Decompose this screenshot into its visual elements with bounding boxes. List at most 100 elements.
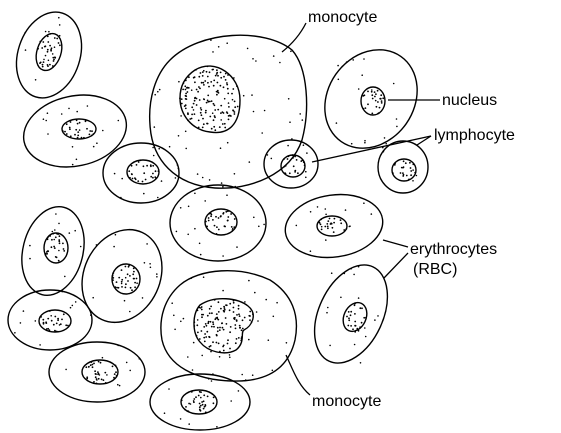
- stipple-dot: [171, 302, 173, 304]
- stipple-dot: [69, 128, 71, 130]
- nucleus: [181, 390, 217, 414]
- stipple-dot: [229, 331, 231, 333]
- stipple-dot: [183, 82, 185, 84]
- stipple-dot: [69, 127, 71, 129]
- stipple-dot: [201, 306, 203, 308]
- stipple-dot: [294, 171, 296, 173]
- stipple-dot: [363, 58, 365, 60]
- stipple-dot: [59, 242, 61, 244]
- stipple-dot: [229, 348, 231, 350]
- stipple-dot: [193, 401, 195, 403]
- stipple-dot: [191, 106, 193, 108]
- stipple-dot: [20, 322, 22, 324]
- stipple-dot: [200, 107, 202, 109]
- stipple-dot: [258, 226, 260, 228]
- stipple-dot: [223, 212, 225, 214]
- stipple-dot: [253, 111, 255, 113]
- stipple-dot: [59, 24, 61, 26]
- stipple-dot: [240, 340, 242, 342]
- stipple-dot: [125, 266, 127, 268]
- stipple-dot: [254, 292, 256, 294]
- stipple-dot: [209, 346, 211, 348]
- stipple-dot: [227, 216, 229, 218]
- stipple-dot: [194, 76, 196, 78]
- nucleus: [32, 30, 67, 74]
- stipple-dot: [80, 246, 82, 248]
- stipple-dot: [56, 38, 58, 40]
- stipple-dot: [54, 229, 56, 231]
- stipple-dot: [416, 175, 418, 177]
- stipple-dot: [203, 84, 205, 86]
- stipple-dot: [380, 98, 382, 100]
- stipple-dot: [43, 118, 45, 120]
- stipple-dot: [212, 393, 214, 395]
- stipple-dot: [359, 326, 361, 328]
- stipple-dot: [127, 273, 129, 275]
- stipple-dot: [207, 396, 209, 398]
- stipple-dot: [310, 211, 312, 213]
- stipple-dot: [96, 383, 98, 385]
- stipple-dot: [87, 105, 89, 107]
- lymphocyte-1: [264, 140, 318, 188]
- stipple-dot: [115, 286, 117, 288]
- stipple-dot: [204, 200, 206, 202]
- stipple-dot: [360, 362, 362, 364]
- stipple-dot: [199, 88, 201, 90]
- monocyte-top: [150, 35, 307, 188]
- stipple-dot: [49, 329, 51, 331]
- stipple-dot: [124, 300, 126, 302]
- stipple-dot: [346, 228, 348, 230]
- stipple-dot: [119, 385, 121, 387]
- stipple-dot: [243, 95, 245, 97]
- stipple-dot: [300, 160, 302, 162]
- stipple-dot: [50, 50, 52, 52]
- stipple-dot: [340, 222, 342, 224]
- stipple-dot: [207, 322, 209, 324]
- stipple-dot: [234, 186, 236, 188]
- stipple-dot: [225, 73, 227, 75]
- stipple-dot: [374, 91, 376, 93]
- stipple-dot: [219, 329, 221, 331]
- stipple-dot: [187, 234, 189, 236]
- stipple-dot: [117, 345, 119, 347]
- stipple-dot: [143, 193, 145, 195]
- stipple-dot: [142, 181, 144, 183]
- stipple-dot: [289, 121, 291, 123]
- stipple-dot: [81, 137, 83, 139]
- stipple-dot: [210, 351, 212, 353]
- stipple-dot: [197, 332, 199, 334]
- stipple-dot: [91, 135, 93, 137]
- stipple-dot: [193, 398, 195, 400]
- stipple-dot: [210, 215, 212, 217]
- stipple-dot: [70, 307, 72, 309]
- stipple-dot: [239, 325, 241, 327]
- stipple-dot: [46, 253, 48, 255]
- stipple-dot: [185, 93, 187, 95]
- stipple-dot: [76, 159, 78, 161]
- cell-nucleus-labeled: [306, 32, 436, 167]
- stipple-dot: [102, 130, 104, 132]
- stipple-dot: [74, 134, 76, 136]
- stipple-dot: [64, 131, 66, 133]
- stipple-dot: [95, 376, 97, 378]
- stipple-dot: [121, 269, 123, 271]
- stipple-dot: [232, 109, 234, 111]
- stipple-dot: [72, 146, 74, 148]
- stipple-dot: [47, 36, 49, 38]
- stipple-dot: [296, 159, 298, 161]
- stipple-dot: [352, 328, 354, 330]
- stipple-dot: [209, 308, 211, 310]
- stipple-dot: [227, 343, 229, 345]
- stipple-dot: [133, 271, 135, 273]
- stipple-dot: [115, 371, 117, 373]
- stipple-dot: [86, 378, 88, 380]
- stipple-dot: [203, 394, 205, 396]
- stipple-dot: [283, 158, 285, 160]
- stipple-dot: [287, 145, 289, 147]
- stipple-dot: [230, 400, 232, 402]
- stipple-dot: [242, 319, 244, 321]
- stipple-dot: [201, 309, 203, 311]
- stipple-dot: [67, 325, 69, 327]
- stipple-dot: [185, 89, 187, 91]
- stipple-dot: [325, 208, 327, 210]
